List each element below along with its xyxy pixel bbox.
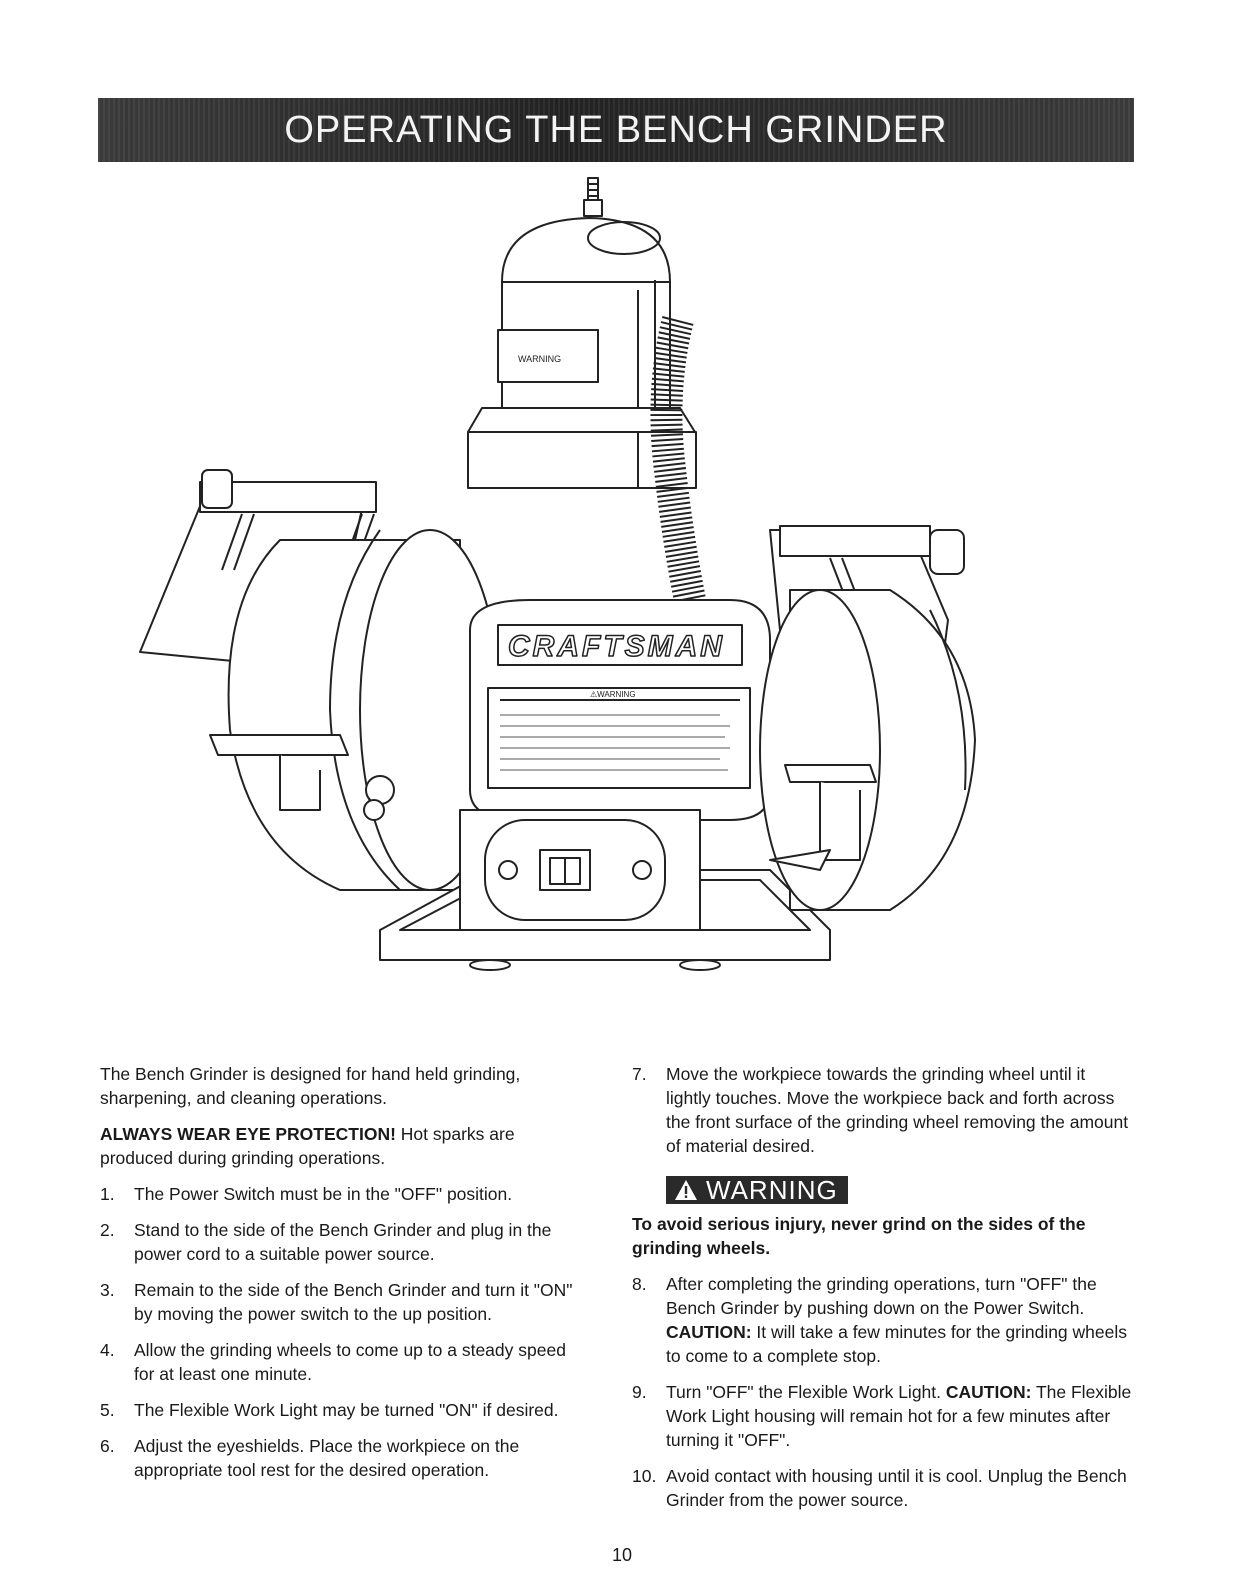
step-text: Allow the grinding wheels to come up to … bbox=[134, 1340, 566, 1384]
lamp-warning-label: WARNING bbox=[518, 354, 561, 364]
list-item: 4. Allow the grinding wheels to come up … bbox=[100, 1338, 590, 1386]
step-text: Remain to the side of the Bench Grinder … bbox=[134, 1280, 573, 1324]
list-item: 2. Stand to the side of the Bench Grinde… bbox=[100, 1218, 590, 1266]
step-number: 9. bbox=[632, 1382, 647, 1402]
step-text: Turn "OFF" the Flexible Work Light. CAUT… bbox=[666, 1380, 1132, 1452]
lamp-switch-knob bbox=[583, 177, 603, 217]
list-item: 6. Adjust the eyeshields. Place the work… bbox=[100, 1434, 590, 1482]
left-tool-rest bbox=[209, 734, 395, 821]
list-item: 7. Move the workpiece towards the grindi… bbox=[632, 1062, 1132, 1158]
step-number: 7. bbox=[632, 1064, 647, 1084]
step-text: The Flexible Work Light may be turned "O… bbox=[134, 1400, 559, 1420]
power-switch bbox=[539, 849, 591, 891]
step-text: Adjust the eyeshields. Place the workpie… bbox=[134, 1436, 520, 1480]
step-number: 8. bbox=[632, 1274, 647, 1294]
step-text: Stand to the side of the Bench Grinder a… bbox=[134, 1220, 552, 1264]
eye-protection-bold: ALWAYS WEAR EYE PROTECTION! bbox=[100, 1124, 396, 1144]
caution-label: CAUTION: bbox=[945, 1382, 1032, 1402]
step8-text-b: It will take a few minutes for the grind… bbox=[666, 1322, 1128, 1366]
motor-warning-label: ⚠WARNING bbox=[590, 690, 636, 699]
craftsman-logo: CRAFTSMAN bbox=[508, 630, 725, 663]
step-number: 1. bbox=[100, 1184, 115, 1204]
page-title: OPERATING THE BENCH GRINDER bbox=[284, 108, 948, 151]
flexible-gooseneck bbox=[650, 316, 706, 604]
list-item: 8. After completing the grinding operati… bbox=[632, 1272, 1132, 1368]
step-text: Move the workpiece towards the grinding … bbox=[666, 1064, 1129, 1156]
list-item: 5. The Flexible Work Light may be turned… bbox=[100, 1398, 590, 1422]
left-column: The Bench Grinder is designed for hand h… bbox=[100, 1062, 590, 1494]
step-text: After completing the grinding operations… bbox=[666, 1272, 1132, 1368]
warning-label: WARNING bbox=[706, 1175, 838, 1205]
intro-paragraph: The Bench Grinder is designed for hand h… bbox=[100, 1064, 521, 1108]
bench-grinder-illustration: WARNING CRAFTSMAN ⚠WARNING bbox=[139, 177, 976, 971]
right-column: 7. Move the workpiece towards the grindi… bbox=[632, 1062, 1132, 1524]
step9-text-a: Turn "OFF" the Flexible Work Light. bbox=[666, 1382, 946, 1402]
eye-protection-paragraph: ALWAYS WEAR EYE PROTECTION! Hot sparks a… bbox=[100, 1122, 590, 1170]
right-tool-rest bbox=[769, 764, 877, 871]
list-item: 9. Turn "OFF" the Flexible Work Light. C… bbox=[632, 1380, 1132, 1452]
warning-badge: WARNING bbox=[666, 1176, 848, 1204]
step-number: 10. bbox=[632, 1466, 657, 1486]
list-item: 10. Avoid contact with housing until it … bbox=[632, 1464, 1132, 1512]
step-number: 3. bbox=[100, 1280, 115, 1300]
page-number: 10 bbox=[611, 1545, 633, 1565]
list-item: 3. Remain to the side of the Bench Grind… bbox=[100, 1278, 590, 1326]
section-banner: OPERATING THE BENCH GRINDER bbox=[98, 98, 1134, 162]
step-text: Avoid contact with housing until it is c… bbox=[666, 1466, 1127, 1510]
step8-text-a: After completing the grinding operations… bbox=[666, 1274, 1097, 1318]
motor-housing bbox=[469, 599, 771, 821]
warning-text: To avoid serious injury, never grind on … bbox=[632, 1214, 1086, 1258]
step-text: The Power Switch must be in the "OFF" po… bbox=[134, 1184, 513, 1204]
step-number: 4. bbox=[100, 1340, 115, 1360]
list-item: 1. The Power Switch must be in the "OFF"… bbox=[100, 1182, 590, 1206]
step-number: 6. bbox=[100, 1436, 115, 1456]
warning-triangle-icon bbox=[675, 1180, 697, 1200]
step-number: 5. bbox=[100, 1400, 115, 1420]
caution-label: CAUTION: bbox=[666, 1322, 752, 1342]
step9-text-b: The Flexible Work Light housing will rem… bbox=[666, 1382, 1132, 1450]
eye-protection-text: Hot sparks are produced during grinding … bbox=[100, 1124, 515, 1168]
step-number: 2. bbox=[100, 1220, 115, 1240]
